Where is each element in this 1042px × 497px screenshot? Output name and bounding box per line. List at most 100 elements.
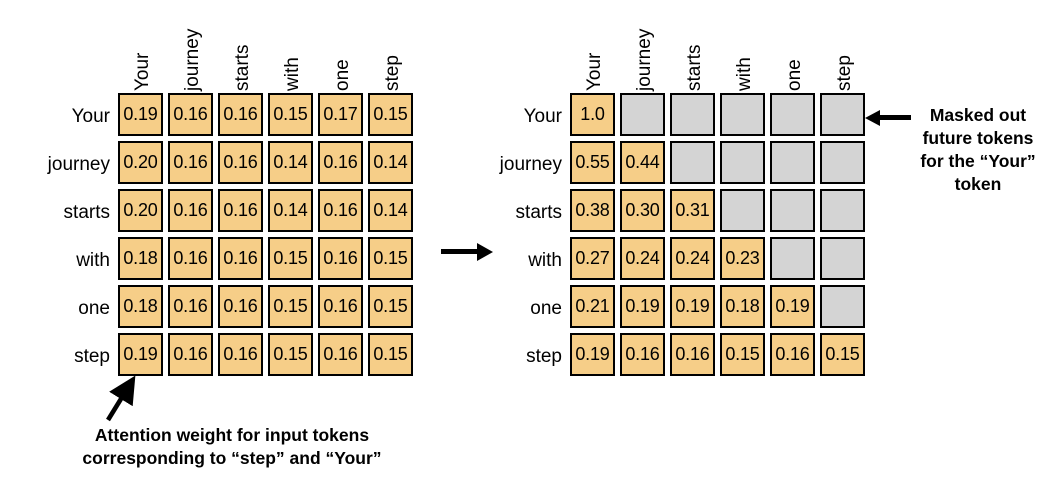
row-label-your: Your [71,106,110,127]
value-cell: 0.14 [368,189,413,232]
value-cell: 0.20 [118,141,163,184]
column-header-one: one [318,9,368,93]
value-cell: 0.16 [318,189,363,232]
masked-cell [820,141,865,184]
value-cell: 0.16 [620,333,665,376]
row-label-step: step [526,346,562,367]
value-cell: 0.19 [620,285,665,328]
value-cell: 0.16 [218,333,263,376]
value-cell: 0.31 [670,189,715,232]
value-cell: 0.16 [218,93,263,136]
value-cell: 0.19 [118,93,163,136]
column-header-starts: starts [218,9,268,93]
masked-cell [720,189,765,232]
value-cell: 0.18 [720,285,765,328]
column-header-label: one [784,59,805,91]
value-cell: 0.24 [670,237,715,280]
masked-cell [770,93,815,136]
column-header-one: one [770,9,820,93]
column-header-label: Your [584,52,605,91]
bottom-annotation-line-1: Attention weight for input tokens [94,425,370,445]
value-cell: 0.15 [368,333,413,376]
value-cell: 0.23 [720,237,765,280]
row-label-one: one [78,298,110,319]
value-cell: 0.14 [368,141,413,184]
value-cell: 0.15 [268,237,313,280]
arrow-shaft [441,249,479,254]
masked-cell [770,237,815,280]
column-header-with: with [720,9,770,93]
column-header-label: with [282,57,303,91]
value-cell: 0.16 [218,141,263,184]
column-header-label: starts [684,44,705,91]
value-cell: 0.38 [570,189,615,232]
column-header-label: journey [634,28,655,91]
value-cell: 0.15 [820,333,865,376]
column-header-label: one [332,59,353,91]
column-header-label: journey [182,28,203,91]
value-cell: 1.0 [570,93,615,136]
value-cell: 0.15 [368,237,413,280]
arrow-head [477,243,493,261]
column-header-your: Your [118,9,168,93]
row-label-your: Your [523,106,562,127]
column-header-journey: journey [620,9,670,93]
value-cell: 0.55 [570,141,615,184]
row-label-starts: starts [515,202,562,223]
column-header-label: with [734,57,755,91]
arrow-shaft [878,115,911,120]
value-cell: 0.16 [218,237,263,280]
row-label-starts: starts [63,202,110,223]
value-cell: 0.16 [168,141,213,184]
value-cell: 0.16 [670,333,715,376]
mask-annotation-line-4: token [954,174,1002,195]
masked-cell [620,93,665,136]
value-cell: 0.16 [168,93,213,136]
masked-cell [820,189,865,232]
value-cell: 0.16 [168,237,213,280]
masked-cell [770,189,815,232]
value-cell: 0.16 [770,333,815,376]
masked-cell [770,141,815,184]
value-cell: 0.16 [318,333,363,376]
value-cell: 0.15 [268,333,313,376]
value-cell: 0.15 [720,333,765,376]
value-cell: 0.15 [368,93,413,136]
masked-cell [720,93,765,136]
column-header-label: step [834,55,855,91]
bottom-annotation-line-2: corresponding to “step” and “Your” [82,448,382,469]
column-header-starts: starts [670,9,720,93]
attention-weight-callout-arrow-icon [106,375,136,422]
value-cell: 0.15 [268,285,313,328]
matrix-row: Your 1.0 [524,93,870,141]
value-cell: 0.27 [570,237,615,280]
value-cell: 0.16 [318,285,363,328]
value-cell: 0.44 [620,141,665,184]
arrow-head [865,110,880,126]
masked-cell [720,141,765,184]
row-label-with: with [76,250,110,271]
column-header-label: starts [232,44,253,91]
row-label-one: one [530,298,562,319]
column-header-your: Your [570,9,620,93]
row-label-journey: journey [499,154,562,175]
column-headers: Your journey starts with one step [570,9,870,93]
masked-cell [820,285,865,328]
column-header-journey: journey [168,9,218,93]
mask-callout-arrow-icon [865,110,911,126]
masked-cell [670,93,715,136]
value-cell: 0.20 [118,189,163,232]
value-cell: 0.15 [368,285,413,328]
